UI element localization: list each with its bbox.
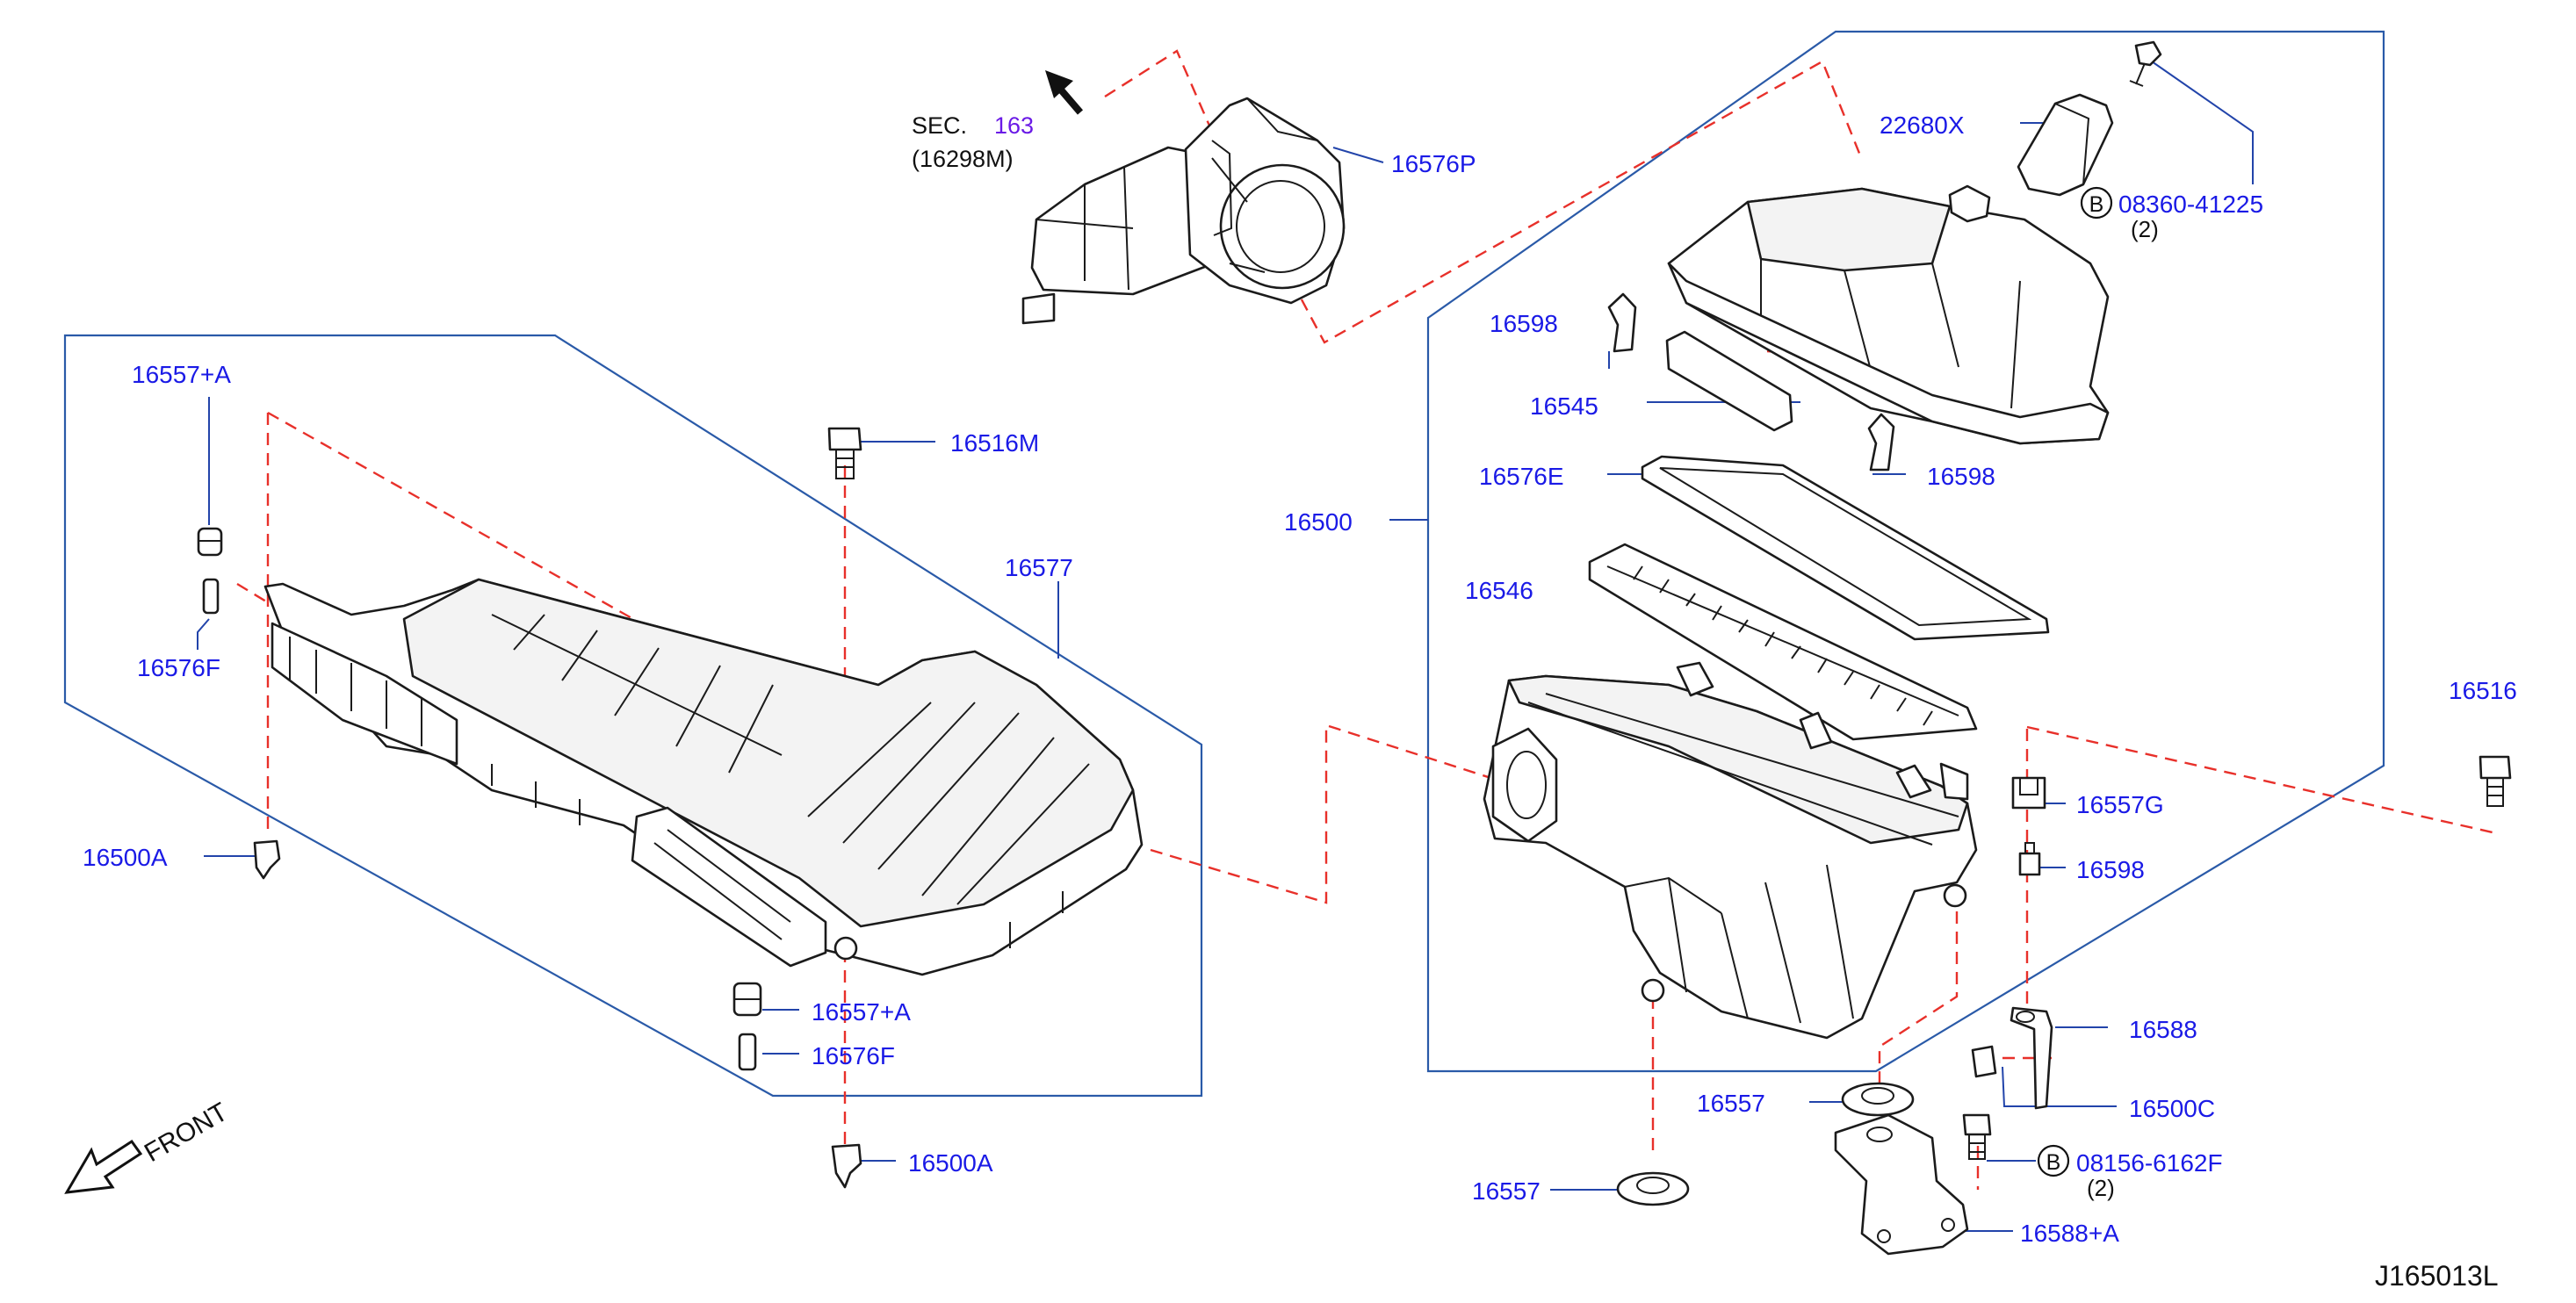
filter-frame: [1641, 455, 2050, 641]
callout-16557-low: 16557: [1472, 1177, 1541, 1205]
drawing-number: J165013L: [2375, 1260, 2499, 1292]
callout-16500a-left: 16500A: [83, 844, 168, 871]
bolt-marker-08360: B: [2080, 186, 2113, 220]
callout-16500: 16500: [1284, 508, 1353, 536]
upward-direction-arrow: [1045, 70, 1084, 115]
air-filter-element: [1588, 543, 1978, 741]
air-cleaner-cover: [1667, 184, 2110, 445]
callout-16576e: 16576E: [1479, 463, 1564, 490]
callout-16557-mid: 16557: [1697, 1090, 1765, 1117]
callout-16557g: 16557G: [2076, 791, 2164, 818]
clip-16557g: [2011, 776, 2046, 810]
callout-16588: 16588: [2129, 1016, 2197, 1043]
clip-16598-right: [2018, 842, 2041, 876]
callout-16588a: 16588+A: [2020, 1220, 2119, 1247]
grommet-16557-low: [1616, 1171, 1690, 1206]
air-cleaner-case: [1483, 661, 1978, 1040]
clip-16500a-left: [253, 839, 281, 880]
callout-16500a-bottom: 16500A: [908, 1149, 993, 1177]
clip-16500a-bottom: [831, 1143, 862, 1189]
grommet-16557a-top: [197, 527, 223, 557]
callout-08360-41225: 08360-41225: [2118, 191, 2263, 218]
callout-16500c: 16500C: [2129, 1095, 2215, 1122]
front-label: FRONT: [140, 1098, 233, 1168]
pin-16576f-top: [202, 578, 220, 615]
callout-16557a-top: 16557+A: [132, 361, 231, 388]
air-inlet-duct: [263, 578, 1144, 976]
callout-08360-quantity: (2): [2131, 216, 2159, 242]
callout-16516m: 16516M: [950, 429, 1039, 457]
section-ref-prefix: SEC.: [912, 112, 967, 139]
section-ref-number: 163: [994, 112, 1034, 139]
nut-16500c: [1971, 1045, 1997, 1078]
front-arrow-icon: [64, 1139, 143, 1194]
callout-16576f-top: 16576F: [137, 654, 220, 681]
leader-lines: [197, 61, 2254, 1232]
callout-08156-quantity: (2): [2087, 1175, 2115, 1201]
bolt-08156: [1962, 1113, 1992, 1160]
assembly-frame-duct: [63, 334, 1203, 1098]
grommet-16557-mid: [1841, 1082, 1915, 1117]
callout-16545: 16545: [1530, 392, 1598, 420]
bracket-16588: [2010, 1006, 2053, 1110]
callout-22680x: 22680X: [1880, 112, 1965, 139]
intake-air-temp-sensor: [2017, 40, 2162, 197]
clip-16598-mid: [1867, 413, 1895, 472]
filter-seal-pad: [1665, 330, 1793, 432]
bolt-marker-letter: B: [2046, 1150, 2061, 1175]
callout-16576p: 16576P: [1391, 150, 1476, 177]
bolt-16516m: [827, 427, 862, 479]
callout-08156-6162f: 08156-6162F: [2076, 1149, 2223, 1177]
callout-16598-top: 16598: [1490, 310, 1558, 337]
bracket-16588a: [1834, 1113, 1969, 1256]
section-ref-sub: (16298M): [912, 146, 1014, 172]
grommet-16557a-bottom: [732, 982, 762, 1017]
bolt-marker-letter: B: [2089, 192, 2104, 217]
bolt-16516: [2479, 755, 2512, 807]
callout-16598-right: 16598: [2076, 856, 2145, 883]
callout-16576f-bottom: 16576F: [812, 1042, 895, 1069]
pin-16576f-bottom: [738, 1033, 757, 1071]
callout-16598-mid: 16598: [1927, 463, 1995, 490]
callout-16546: 16546: [1465, 577, 1533, 604]
clip-16598-top: [1607, 292, 1637, 353]
callout-16557a-bottom: 16557+A: [812, 998, 911, 1026]
assembly-frame-cleaner: [1426, 30, 2385, 1073]
bolt-marker-08156: B: [2037, 1144, 2070, 1177]
callout-16516: 16516: [2449, 677, 2517, 704]
callout-16577: 16577: [1005, 554, 1073, 581]
mass-air-flow-sensor: [1021, 97, 1346, 325]
